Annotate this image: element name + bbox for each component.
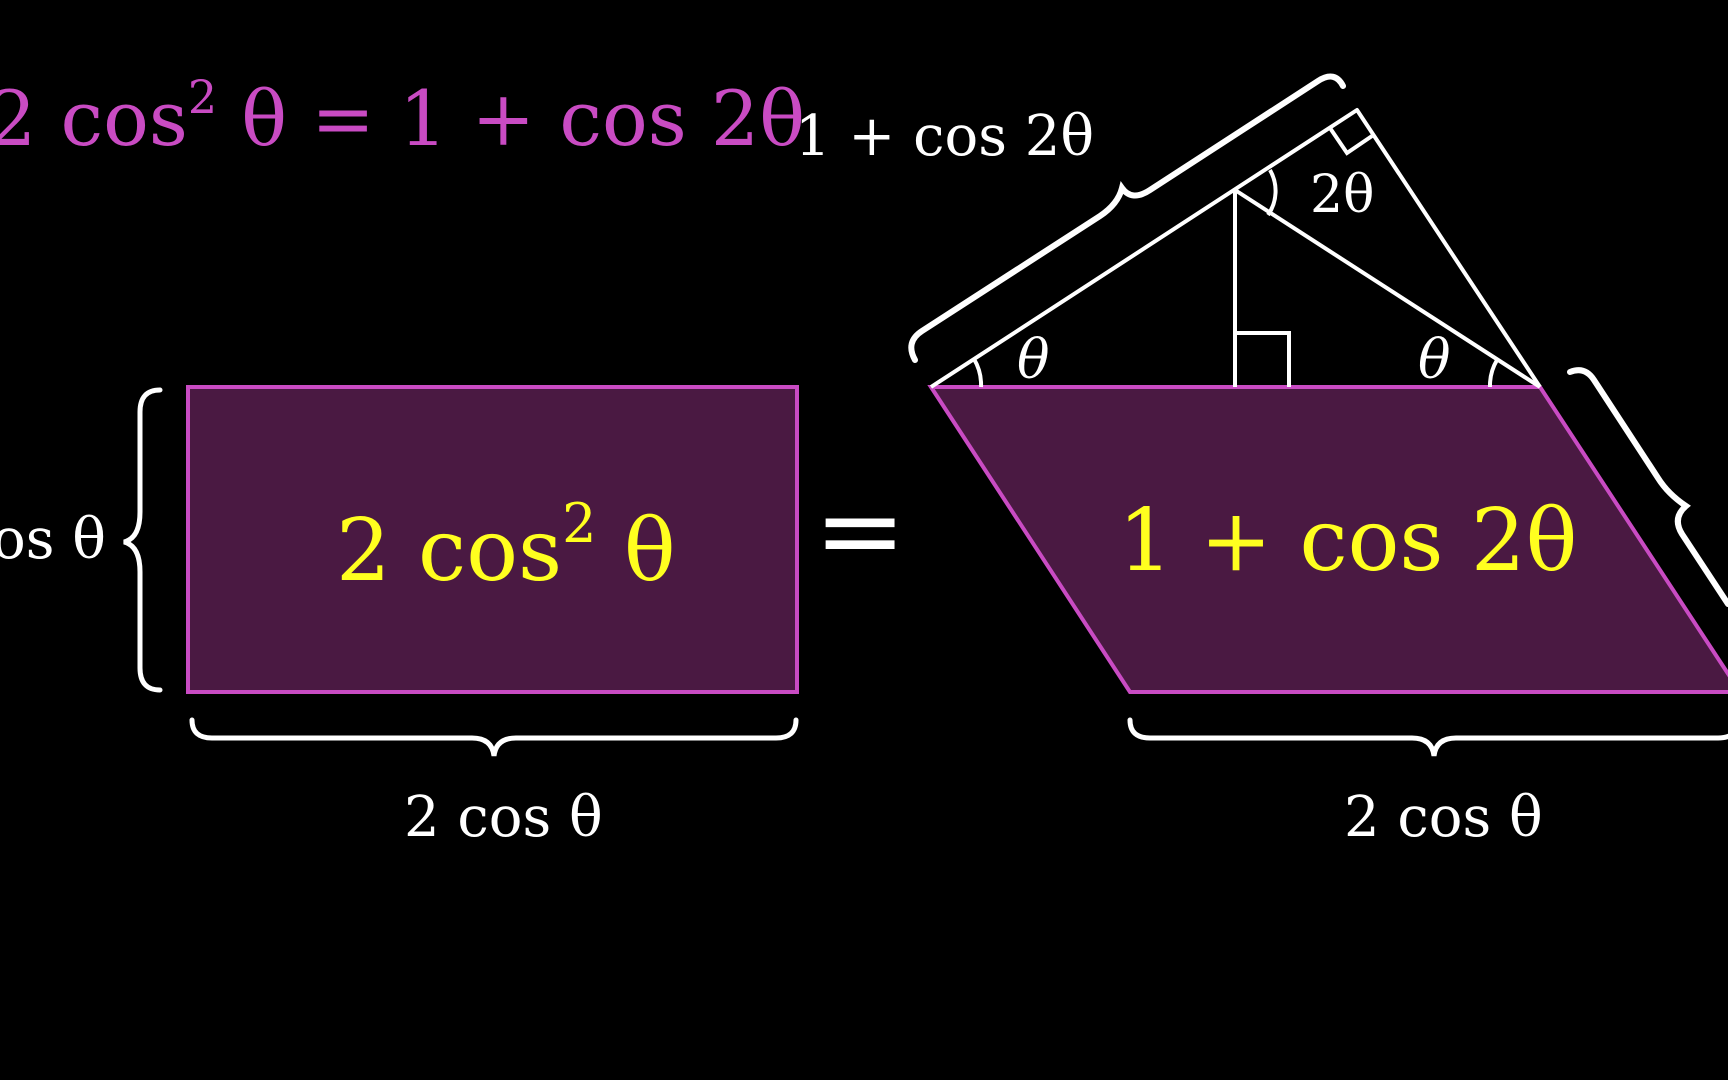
hypotenuse-brace [908, 73, 1346, 363]
identity-equation: 2 cos2 θ = 1 + cos 2θ [0, 70, 805, 163]
rect-area-sup: 2 [562, 492, 596, 555]
para-bottom-label: 2 cos θ [1344, 785, 1543, 850]
para-bottom-brace [1127, 717, 1728, 757]
top-length-label: 1 + cos 2θ [795, 104, 1094, 169]
angle-right-label: θ [1418, 328, 1451, 391]
rectangle-area-label: 2 cos2 θ [336, 492, 676, 601]
right-edge-label: 1 [1722, 417, 1728, 482]
equals-sign: = [814, 466, 906, 594]
identity-left: 2 cos [0, 74, 188, 163]
right-angle-marker-top [1328, 126, 1374, 156]
parallelogram [927, 385, 1728, 694]
identity-right: θ = 1 + cos 2θ [217, 74, 805, 163]
rect-area-right: θ [597, 501, 676, 601]
angle-arc-right [1487, 358, 1499, 388]
cos-squared-rectangle [186, 385, 799, 694]
identity-sup: 2 [188, 70, 217, 124]
rect-bottom-brace [189, 717, 799, 757]
angle-left-label: θ [1017, 328, 1050, 391]
right-angle-marker-bottom [1235, 331, 1291, 387]
parallelogram-area-label: 1 + cos 2θ [1118, 491, 1577, 591]
inner-segment [1233, 188, 1542, 389]
rect-area-left: 2 cos [336, 501, 562, 601]
rect-left-brace [123, 387, 163, 693]
rect-bottom-label: 2 cos θ [404, 785, 603, 850]
outer-triangle [929, 108, 1542, 389]
angle-arc-left [972, 357, 984, 388]
left-side-label: os θ [0, 507, 106, 572]
angle-arc-double [1266, 169, 1278, 217]
angle-double-label: 2θ [1310, 165, 1374, 225]
right-edge-brace [1567, 367, 1728, 607]
